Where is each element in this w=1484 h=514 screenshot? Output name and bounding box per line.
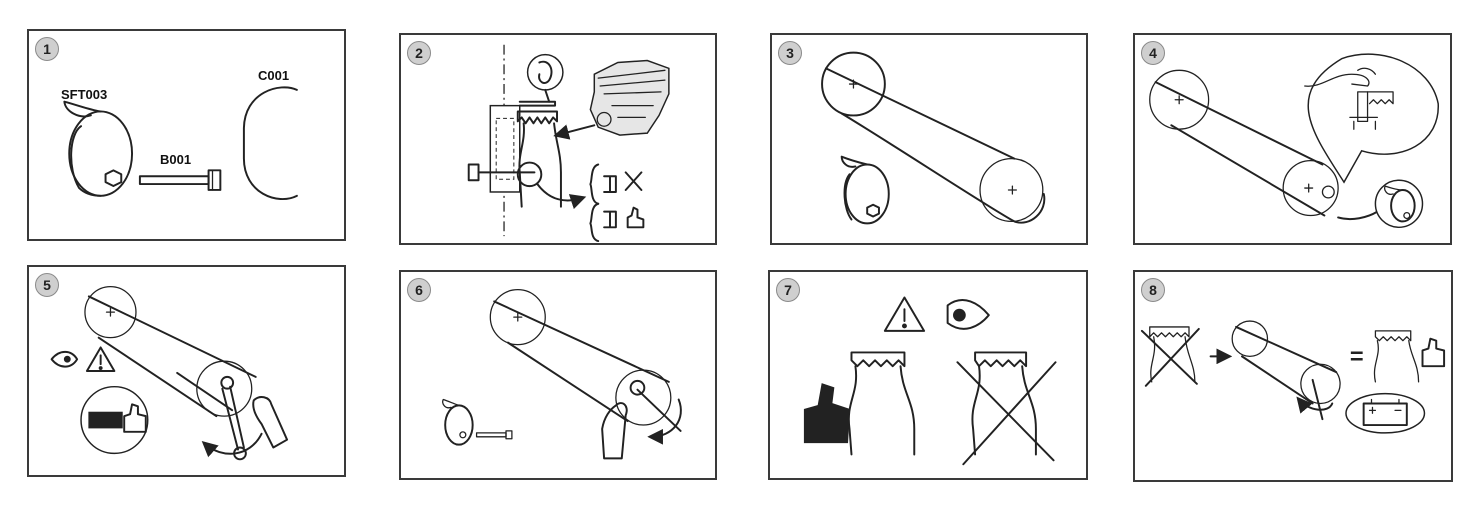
step-number-7: 7 xyxy=(776,278,800,302)
hand-icon xyxy=(252,396,289,449)
step-number-5: 5 xyxy=(35,273,59,297)
label-b001: B001 xyxy=(160,152,192,167)
thumbs-up-detail-icon xyxy=(80,385,149,455)
step-number-8: 8 xyxy=(1141,278,1165,302)
step-panel-2: 2 xyxy=(399,33,717,245)
warning-icon xyxy=(883,296,926,332)
step-panel-3: 3 xyxy=(770,33,1088,245)
tensioner-tool-icon xyxy=(840,155,890,225)
pulley-belt-icon xyxy=(1231,320,1341,421)
label-c001: C001 xyxy=(258,68,290,83)
wrench-icon xyxy=(629,379,682,432)
equals-sign: = xyxy=(1350,343,1364,369)
pulley-belt-icon xyxy=(1149,69,1339,217)
engine-icon xyxy=(589,59,670,136)
warning-icon xyxy=(85,346,116,372)
tensioner-tool-icon xyxy=(1374,179,1424,229)
thumbs-up-icon xyxy=(1421,337,1446,368)
eye-icon xyxy=(946,299,990,330)
check-cross-icon xyxy=(589,163,643,243)
hand-icon xyxy=(601,402,628,460)
belt-damaged-icon xyxy=(956,351,1057,466)
belt-good-icon xyxy=(1373,330,1420,383)
thumbs-up-icon xyxy=(803,383,851,444)
step-panel-4: 4 xyxy=(1133,33,1452,245)
pulley-belt-icon xyxy=(489,289,672,426)
bolt-icon xyxy=(138,169,222,191)
step-number-1: 1 xyxy=(35,37,59,61)
step-number-3: 3 xyxy=(778,41,802,65)
step-number-4: 4 xyxy=(1141,41,1165,65)
belt-good-icon xyxy=(847,351,916,456)
bracket-mount-icon xyxy=(467,100,562,208)
pulley-belt-icon xyxy=(821,51,1046,224)
step-panel-1: 1 SFT003 B001 C001 xyxy=(27,29,346,241)
clip-icon xyxy=(242,86,298,200)
wrench-icon xyxy=(220,375,247,461)
tensioner-tool-icon xyxy=(442,398,513,446)
step-number-2: 2 xyxy=(407,41,431,65)
eye-icon xyxy=(50,350,79,368)
thumbs-up-icon xyxy=(626,206,645,229)
hand-detail-bubble-icon xyxy=(1304,53,1439,184)
label-sft003: SFT003 xyxy=(61,87,108,102)
belt-damaged-icon xyxy=(1140,326,1200,387)
pulley-belt-icon xyxy=(84,285,257,418)
step-panel-7: 7 xyxy=(768,270,1088,480)
step-panel-8: 8 = xyxy=(1133,270,1453,482)
step-panel-5: 5 xyxy=(27,265,346,477)
step-panel-6: 6 xyxy=(399,270,717,480)
battery-icon xyxy=(1345,392,1426,434)
belt-tensioner-tool-icon xyxy=(63,100,134,197)
step-number-6: 6 xyxy=(407,278,431,302)
detail-bubble-icon xyxy=(526,53,564,103)
